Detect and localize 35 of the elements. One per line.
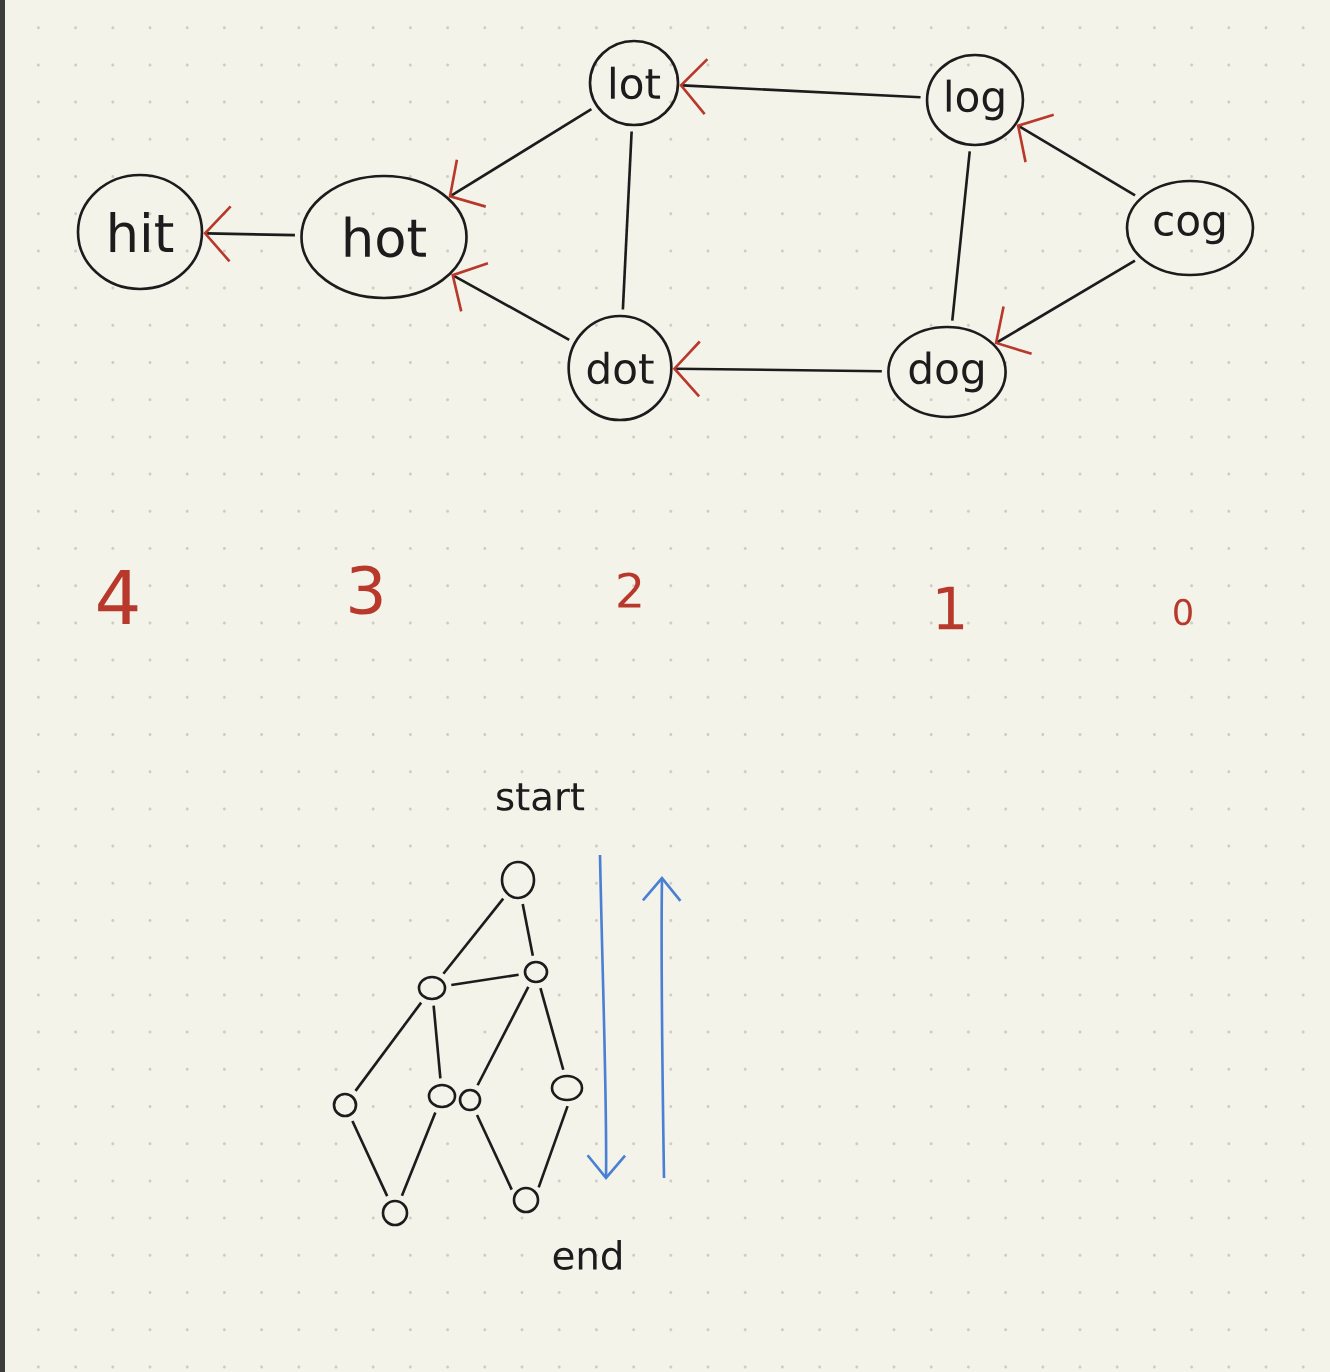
small-circle — [381, 1199, 409, 1227]
small-circle — [512, 1186, 540, 1214]
small-circle — [458, 1088, 482, 1112]
text-label: start — [497, 783, 585, 811]
connector-line — [537, 1105, 569, 1188]
connector-line — [432, 1005, 442, 1079]
text-label: end — [553, 1240, 621, 1270]
level-number: 1 — [937, 586, 964, 630]
arrow — [451, 262, 570, 341]
connector-line — [621, 131, 633, 310]
small-circle — [332, 1092, 358, 1118]
connector-line — [351, 1120, 389, 1197]
small-circle — [523, 960, 549, 984]
small-circle — [500, 860, 536, 900]
connector-line — [475, 1114, 513, 1191]
connector-line — [354, 1001, 423, 1092]
arrow — [1016, 113, 1136, 197]
connector-line — [442, 897, 505, 975]
connector-line — [950, 151, 972, 321]
connector-line — [476, 986, 530, 1086]
small-circle — [427, 1083, 457, 1109]
level-number: 3 — [350, 565, 382, 615]
small-circle — [550, 1074, 584, 1102]
level-number: 2 — [618, 572, 641, 608]
arrow — [672, 340, 882, 398]
level-number: 4 — [98, 570, 138, 624]
connector-line — [521, 903, 535, 956]
arrow — [994, 259, 1136, 356]
arrow — [448, 108, 593, 208]
level-number: 0 — [1174, 598, 1192, 626]
connector-line — [539, 987, 565, 1071]
arrow — [679, 58, 921, 115]
small-circle — [417, 975, 447, 1001]
connector-line — [400, 1112, 437, 1197]
connector-line — [451, 973, 519, 987]
